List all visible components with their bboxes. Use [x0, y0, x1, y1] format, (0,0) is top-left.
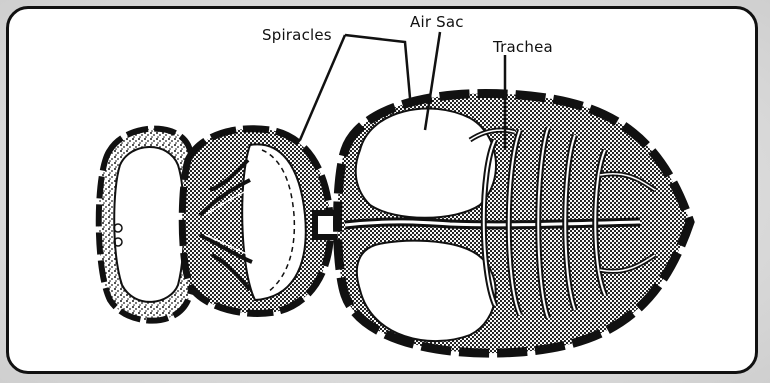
spiracles-leader-a [345, 35, 410, 98]
thorax-segment [182, 129, 330, 314]
trachea-label: Trachea [492, 38, 553, 56]
spiracles-label: Spiracles [262, 26, 332, 44]
spiracles-leader-b [300, 35, 345, 140]
air-sac-label: Air Sac [410, 13, 464, 31]
abdomen-segment [338, 93, 691, 353]
